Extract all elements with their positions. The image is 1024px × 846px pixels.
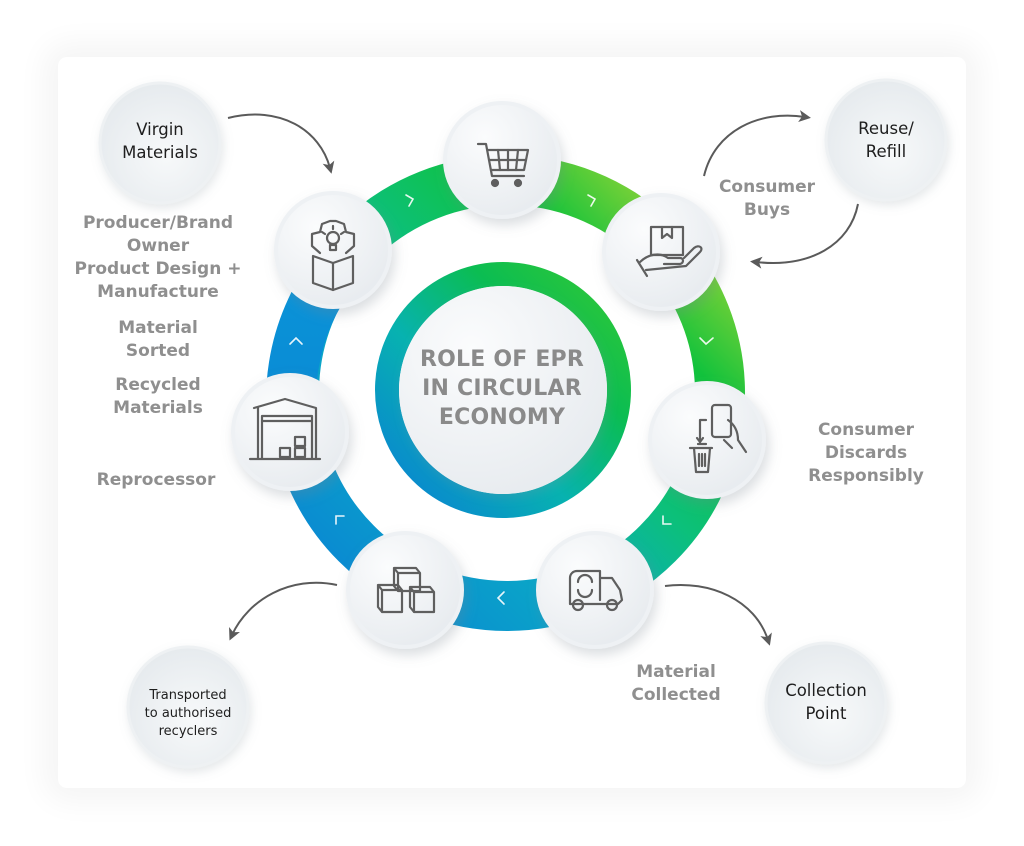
label-line: Recycled: [115, 375, 201, 395]
material-collected-label: Material Collected: [616, 661, 736, 707]
label-line: Consumer: [817, 420, 915, 440]
ring-direction-arrows: [289, 194, 714, 605]
consumer-discards-circle: [648, 381, 766, 499]
virgin-materials-bubble: [98, 81, 222, 205]
node-text-line: Transported: [149, 688, 227, 703]
producer-label: Producer/Brand Owner Product Design + Ma…: [68, 212, 248, 304]
collection-point-bubble: [764, 641, 888, 765]
label-line: Manufacture: [97, 282, 219, 302]
chevron-up-left-icon: [335, 515, 345, 525]
node-text-line: Point: [805, 704, 847, 723]
label-line: Materials: [113, 398, 203, 418]
chevron-left-icon: [496, 591, 505, 605]
chevron-right-icon: [405, 194, 415, 207]
center-title: ROLE OF EPR IN CIRCULAR ECONOMY: [402, 345, 602, 432]
phone-to-trash-icon: [688, 403, 748, 474]
consumer-discards-label: Consumer Discards Responsibly: [796, 419, 936, 488]
recycled-materials-label: Recycled Materials: [78, 374, 238, 420]
reuse-refill-bubble: [824, 78, 948, 202]
label-line: Discards: [824, 443, 908, 463]
warehouse-icon: [248, 397, 322, 461]
node-text-line: Reuse/: [858, 119, 914, 138]
chevron-right-icon: [587, 194, 597, 207]
center-title-line: ROLE OF EPR: [419, 347, 585, 372]
material-collected-circle: [536, 531, 654, 649]
node-text-line: Collection: [785, 681, 867, 700]
virgin-materials-node: Virgin Materials: [100, 118, 220, 164]
label-line: Buys: [743, 200, 791, 220]
arrow-consumer-to-reuse: [703, 110, 811, 177]
stacked-boxes-icon: [376, 566, 436, 614]
label-line: Sorted: [125, 341, 191, 361]
node-text-line: Materials: [122, 143, 198, 162]
center-title-line: ECONOMY: [438, 405, 566, 430]
shopping-cart-icon: [476, 142, 530, 188]
label-line: Product Design +: [74, 259, 242, 279]
label-line: Owner: [126, 236, 190, 256]
node-text-line: Virgin: [136, 120, 184, 139]
reprocessor-circle: [231, 373, 349, 491]
reuse-refill-node: Reuse/ Refill: [826, 117, 946, 163]
label-line: Responsibly: [808, 466, 924, 486]
gear-lightbulb-box-icon: [310, 219, 356, 292]
consumer-buys-circle: [602, 193, 720, 311]
label-line: Collected: [631, 685, 721, 705]
chevron-down-left-icon: [662, 515, 672, 525]
node-text-line: to authorised: [144, 706, 232, 721]
consumer-buys-label: Consumer Buys: [712, 176, 822, 222]
recycling-truck-icon: [568, 569, 624, 612]
label-line: Material: [118, 318, 198, 338]
transported-bubble: [126, 645, 250, 769]
transported-node: Transported to authorised recyclers: [128, 687, 248, 741]
center-title-line: IN CIRCULAR: [422, 376, 582, 401]
center-hub: [375, 262, 631, 518]
reprocessor-label: Reprocessor: [76, 469, 236, 492]
external-bubbles: [98, 78, 948, 769]
material-sorted-label: Material Sorted: [78, 317, 238, 363]
arrow-boxes-to-transport: [229, 581, 338, 641]
arrow-reuse-to-consumer: [750, 203, 859, 269]
node-text-line: Refill: [865, 142, 907, 161]
hand-holding-box-icon: [635, 225, 703, 278]
collection-point-node: Collection Point: [766, 679, 886, 725]
chevron-down-icon: [699, 337, 714, 346]
label-line: Producer/Brand: [82, 213, 234, 233]
node-text-line: recyclers: [158, 724, 218, 739]
arrow-virgin-to-producer: [227, 113, 335, 174]
label-line: Reprocessor: [96, 470, 216, 490]
label-line: Material: [636, 662, 716, 682]
connector-arrows: [227, 110, 859, 646]
arrow-truck-to-collection: [664, 584, 772, 646]
chevron-up-icon: [289, 336, 303, 345]
label-line: Consumer: [718, 177, 816, 197]
